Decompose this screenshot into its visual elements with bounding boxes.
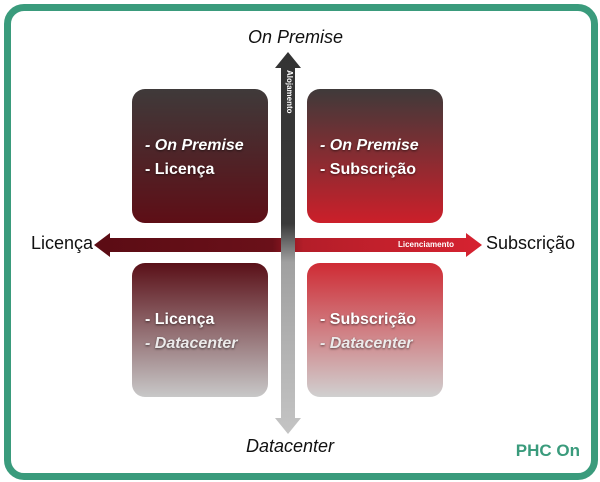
- axis-bottom-label: Datacenter: [246, 436, 335, 456]
- axis-top-label: On Premise: [248, 27, 344, 47]
- quadrant-top-left-text: - On Premise - Licença: [145, 134, 244, 182]
- quadrant-bottom-left-line1: - Licença: [145, 311, 215, 328]
- quadrant-top-right-line2: - Subscrição: [320, 161, 417, 178]
- quadrant-bottom-left-line2: - Datacenter: [145, 335, 238, 352]
- quadrant-top-left-line2: - Licença: [145, 161, 215, 178]
- quadrant-top-left-line1: - On Premise: [145, 137, 244, 154]
- quadrant-top-right-box: [307, 89, 443, 223]
- brand-label: PHC On: [515, 441, 580, 460]
- quadrant-top-left-box: [132, 89, 268, 223]
- quadrant-bottom-right-line2: - Datacenter: [320, 335, 413, 352]
- horizontal-arrow-label: Licenciamento: [398, 240, 455, 249]
- quadrant-top-right-text: - On Premise - Subscrição: [320, 134, 419, 182]
- quadrant-bottom-right-text: - Subscrição - Datacenter: [320, 308, 416, 356]
- vertical-arrow: [275, 52, 301, 434]
- quadrant-top-right-line1: - On Premise: [320, 137, 419, 154]
- vertical-arrow-label: Alojamento: [285, 70, 294, 114]
- quadrant-bottom-right-box: [307, 263, 443, 397]
- quadrant-bottom-left-box: [132, 263, 268, 397]
- quadrant-bottom-left-text: - Licença - Datacenter: [145, 308, 237, 356]
- axis-left-label: Licença: [31, 233, 94, 253]
- axis-right-label: Subscrição: [486, 233, 576, 253]
- quadrant-bottom-right-line1: - Subscrição: [320, 311, 417, 328]
